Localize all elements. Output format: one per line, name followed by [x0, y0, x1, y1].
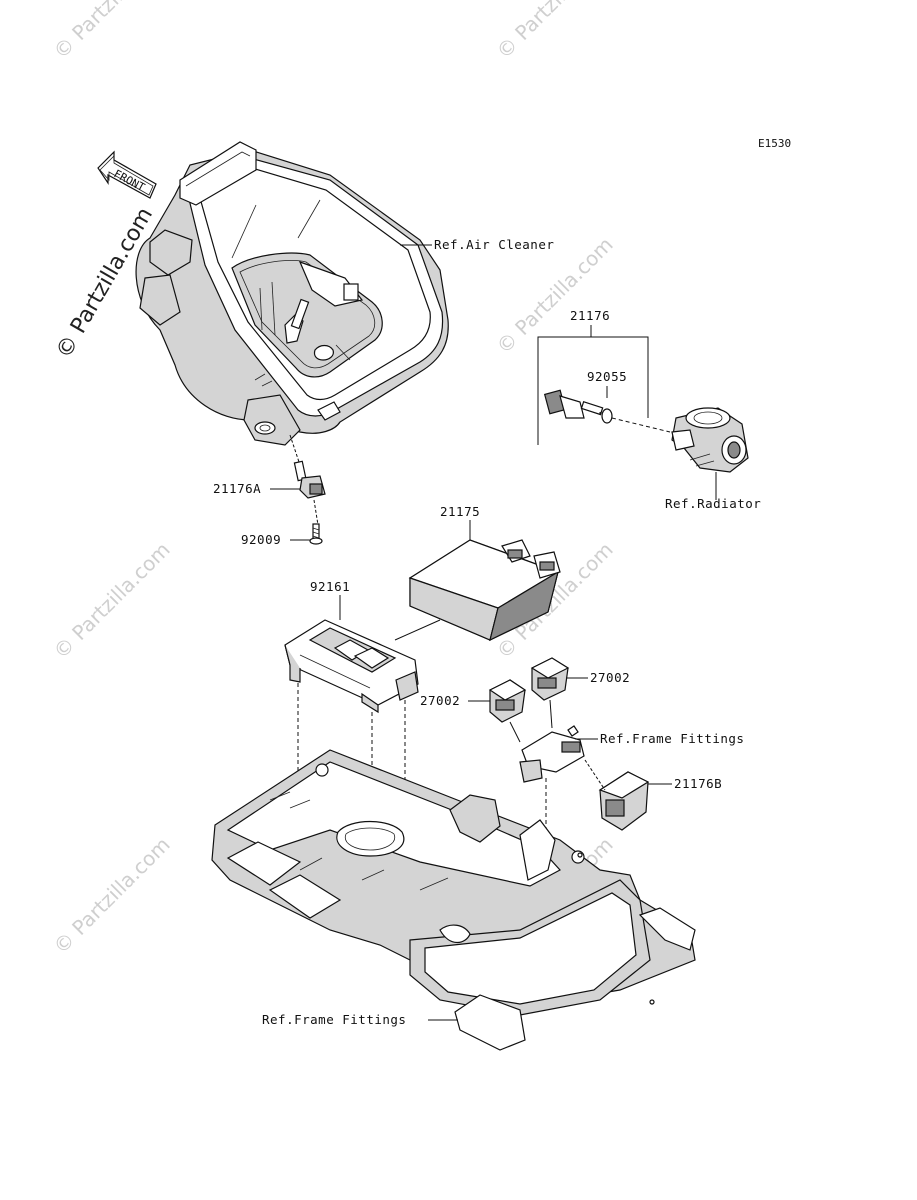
label-21175: 21175: [440, 504, 480, 519]
bolt-92009: [309, 523, 323, 545]
label-92055: 92055: [587, 369, 627, 384]
label-92009: 92009: [241, 532, 281, 547]
label-27002-left: 27002: [420, 693, 460, 708]
watermark: © Partzilla.com: [492, 0, 618, 64]
air-cleaner-housing: [135, 141, 449, 446]
label-92161: 92161: [310, 579, 350, 594]
connector-27002-right: [530, 657, 570, 729]
diagram-code: E1530: [758, 137, 791, 150]
bracket-92161: [284, 619, 419, 714]
connector-21176B: [584, 759, 650, 831]
oring-dash: [611, 417, 671, 433]
ecu-21175: [408, 539, 561, 642]
sensor-21176: [543, 389, 604, 419]
front-arrow-icon: FRONT: [97, 150, 157, 199]
label-21176B: 21176B: [674, 776, 722, 791]
label-27002-right: 27002: [590, 670, 630, 685]
bracket-21176: [537, 325, 592, 445]
connector-27002-left: [488, 679, 527, 743]
label-21176: 21176: [570, 308, 610, 323]
frame-tray: [211, 749, 696, 1051]
watermark: © Partzilla.com: [49, 832, 175, 958]
ecu-dash: [394, 619, 441, 641]
label-ref-frame-fittings-bottom: Ref.Frame Fittings: [262, 1012, 406, 1027]
radiator-housing: [671, 407, 749, 473]
label-ref-air-cleaner: Ref.Air Cleaner: [434, 237, 554, 252]
frame-fitting-bracket: [519, 725, 585, 920]
watermark: © Partzilla.com: [49, 0, 175, 64]
label-ref-radiator: Ref.Radiator: [665, 496, 761, 511]
o-ring-92055: [601, 408, 613, 424]
bracket-right: [591, 336, 649, 418]
sensor-21176A: [289, 434, 326, 526]
watermark: © Partzilla.com: [49, 537, 175, 663]
label-21176A: 21176A: [213, 481, 261, 496]
label-ref-frame-fittings-mid: Ref.Frame Fittings: [600, 731, 744, 746]
